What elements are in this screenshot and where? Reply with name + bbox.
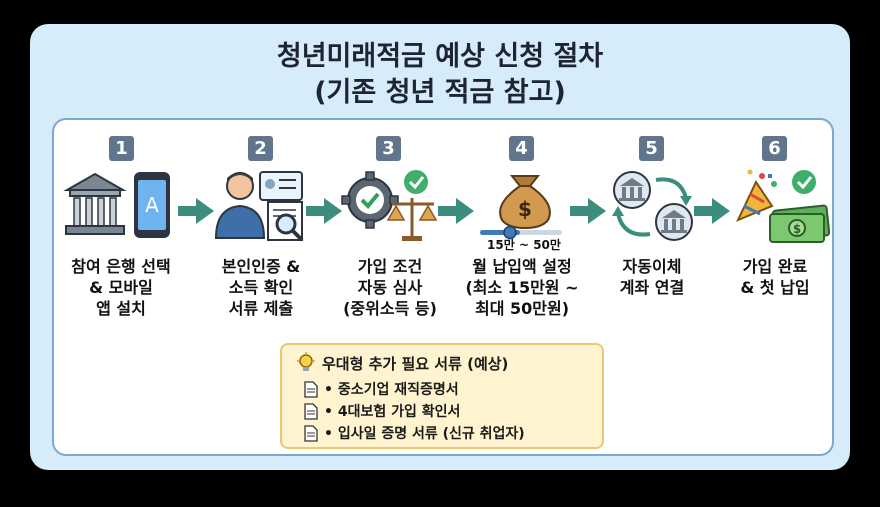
step-3-line: (중위소득 등) — [343, 299, 437, 318]
money-bag-slider-icon: $ — [480, 175, 562, 240]
gear-check-scale-icon — [341, 170, 438, 241]
step-4-line: (최소 15만원 ~ — [465, 278, 579, 297]
bank-and-phone-icon: A — [63, 172, 170, 238]
arrow-right-icon — [306, 198, 342, 224]
step-2-line: 본인인증 & — [221, 257, 301, 276]
step-1-text: 참여 은행 선택 & 모바일 앱 설치 — [56, 256, 186, 319]
arrow-right-icon — [694, 198, 730, 224]
page-subtitle: (기존 청년 적금 참고) — [314, 77, 566, 108]
step-number-2: 2 — [248, 136, 273, 161]
step-4-line: 월 납입액 설정 — [472, 257, 572, 276]
doc-item-label: • 중소기업 재직증명서 — [324, 382, 459, 398]
step-2-line: 서류 제출 — [228, 299, 294, 318]
step-number-4: 4 — [509, 136, 534, 161]
step-5-line: 계좌 연결 — [619, 278, 685, 297]
docs-title: 우대형 추가 필요 서류 (예상) — [322, 355, 509, 373]
step-5-text: 자동이체 계좌 연결 — [587, 256, 717, 298]
step-3-line: 가입 조건 — [357, 257, 423, 276]
svg-text:$: $ — [518, 197, 532, 221]
step-number-1: 1 — [109, 136, 134, 161]
doc-item-label: • 입사일 증명 서류 (신규 취업자) — [324, 426, 525, 442]
svg-text:$: $ — [793, 222, 801, 236]
step-6-line: 가입 완료 — [742, 257, 808, 276]
doc-item: • 입사일 증명 서류 (신규 취업자) — [304, 423, 525, 443]
step-4-line: 최대 50만원) — [474, 299, 570, 318]
step-number-3: 3 — [376, 136, 401, 161]
step-5-line: 자동이체 — [622, 257, 682, 276]
arrow-right-icon — [438, 198, 474, 224]
step-number-5: 5 — [639, 136, 664, 161]
document-icon — [304, 424, 318, 442]
step-3-line: 자동 심사 — [357, 278, 423, 297]
step-1-line: & 모바일 — [89, 278, 153, 297]
arrow-right-icon — [570, 198, 606, 224]
doc-item-label: • 4대보험 가입 확인서 — [324, 404, 461, 420]
bank-transfer-icon — [612, 171, 693, 241]
additional-docs-box: 우대형 추가 필요 서류 (예상) • 중소기업 재직증명서 • 4대보험 가입… — [280, 343, 604, 449]
person-id-document-icon — [214, 171, 304, 242]
doc-item: • 4대보험 가입 확인서 — [304, 401, 460, 421]
lightbulb-icon — [297, 352, 315, 371]
step-1-line: 참여 은행 선택 — [71, 257, 171, 276]
arrow-right-icon — [178, 198, 214, 224]
step-number-6: 6 — [762, 136, 787, 161]
slider-range-label: 15만 ~ 50만 — [487, 238, 561, 252]
step-2-text: 본인인증 & 소득 확인 서류 제출 — [196, 256, 326, 319]
svg-text:A: A — [145, 193, 159, 217]
document-icon — [304, 380, 318, 398]
document-icon — [304, 402, 318, 420]
doc-item: • 중소기업 재직증명서 — [304, 379, 459, 399]
page-title: 청년미래적금 예상 신청 절차 — [276, 41, 604, 72]
celebration-money-icon: $ — [735, 169, 831, 243]
step-1-line: 앱 설치 — [96, 299, 146, 318]
step-2-line: 소득 확인 — [228, 278, 294, 297]
step-6-line: & 첫 납입 — [740, 278, 810, 297]
step-4-text: 월 납입액 설정 (최소 15만원 ~ 최대 50만원) — [457, 256, 587, 319]
step-6-text: 가입 완료 & 첫 납입 — [710, 256, 840, 298]
step-3-text: 가입 조건 자동 심사 (중위소득 등) — [325, 256, 455, 319]
